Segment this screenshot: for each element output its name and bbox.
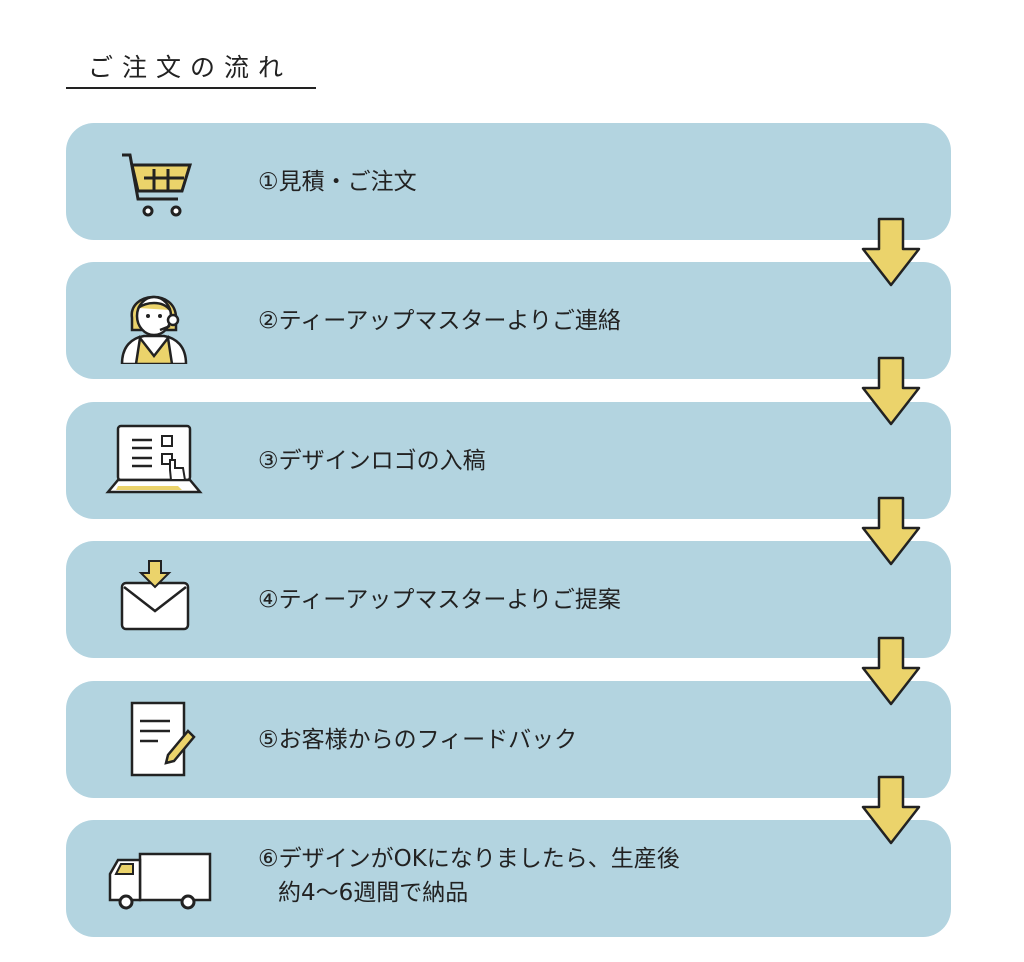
step-label: ⑥デザインがOKになりましたら、生産後	[258, 846, 680, 872]
step-label: ④ティーアップマスターよりご提案	[258, 587, 621, 613]
mail-download-icon	[120, 560, 190, 631]
step-label: ⑤お客様からのフィードバック	[258, 727, 578, 753]
step-label: ②ティーアップマスターよりご連絡	[258, 308, 621, 334]
operator-icon	[120, 295, 188, 364]
down-arrow-icon	[861, 217, 921, 287]
down-arrow-icon	[861, 356, 921, 426]
step-label-line2: 約4〜6週間で納品	[278, 880, 469, 906]
step-2: ②ティーアップマスターよりご連絡	[66, 262, 951, 379]
step-5: ⑤お客様からのフィードバック	[66, 681, 951, 798]
shopping-cart-icon	[122, 153, 193, 217]
step-3: ③デザインロゴの入稿	[66, 402, 951, 519]
down-arrow-icon	[861, 636, 921, 706]
step-label: ③デザインロゴの入稿	[258, 448, 486, 474]
step-4: ④ティーアップマスターよりご提案	[66, 541, 951, 658]
delivery-truck-icon	[108, 852, 212, 910]
down-arrow-icon	[861, 775, 921, 845]
laptop-checklist-icon	[105, 424, 203, 494]
step-label: ①見積・ご注文	[258, 169, 417, 195]
document-pencil-icon	[130, 701, 196, 777]
step-1: ①見積・ご注文	[66, 123, 951, 240]
step-6: ⑥デザインがOKになりましたら、生産後 約4〜6週間で納品	[66, 820, 951, 937]
page-title: ご注文の流れ	[88, 53, 293, 82]
title-underline	[66, 87, 316, 89]
down-arrow-icon	[861, 496, 921, 566]
